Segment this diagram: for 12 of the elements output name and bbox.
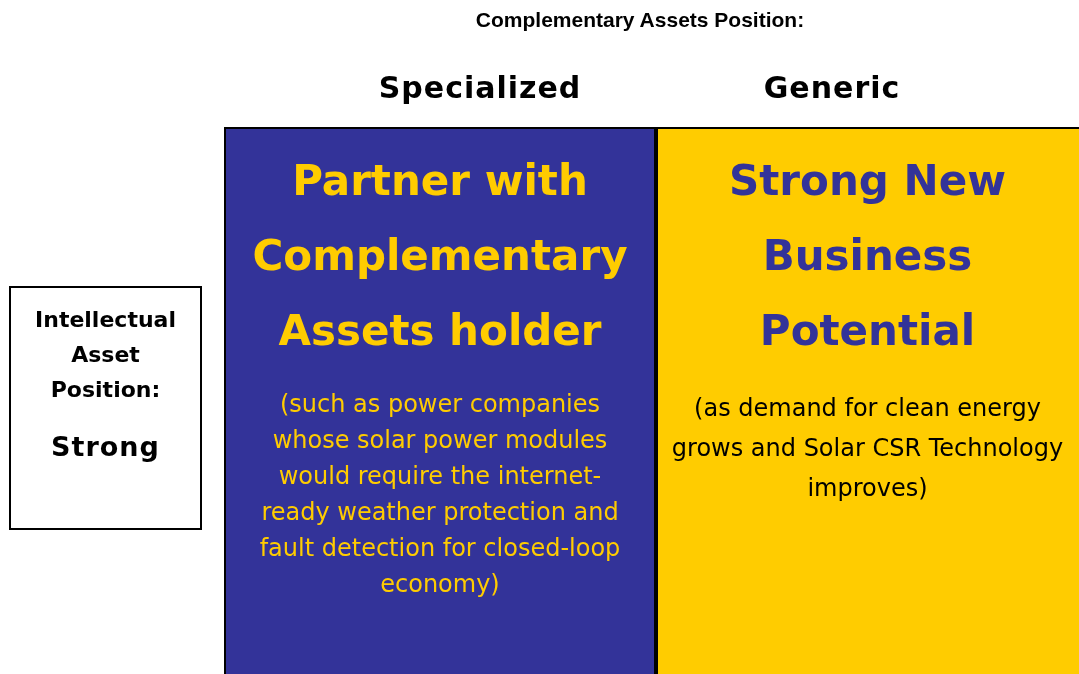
quadrant-panel: [656, 127, 1079, 674]
row-heading-box: [9, 286, 202, 530]
column-heading: Specialized: [377, 70, 583, 105]
matrix-heading: Complementary Assets Position:: [474, 8, 806, 32]
quadrant-description: (as demand for clean energy grows and Solar CSR Technology improves): [670, 393, 1065, 504]
column-heading: Generic: [762, 70, 902, 105]
row-value: Strong: [50, 431, 161, 462]
quadrant-title: Partner with Complementary Assets holder: [251, 155, 629, 357]
quadrant-title: Strong New Business Potential: [728, 155, 1007, 357]
quadrant-description: (such as power companies whose solar power modules would require the internet-ready weather protection and fault detection for closed-loop economy): [258, 389, 622, 600]
row-heading: Intellectual Asset Position:: [34, 306, 177, 404]
quadrant-panel: [224, 127, 656, 674]
